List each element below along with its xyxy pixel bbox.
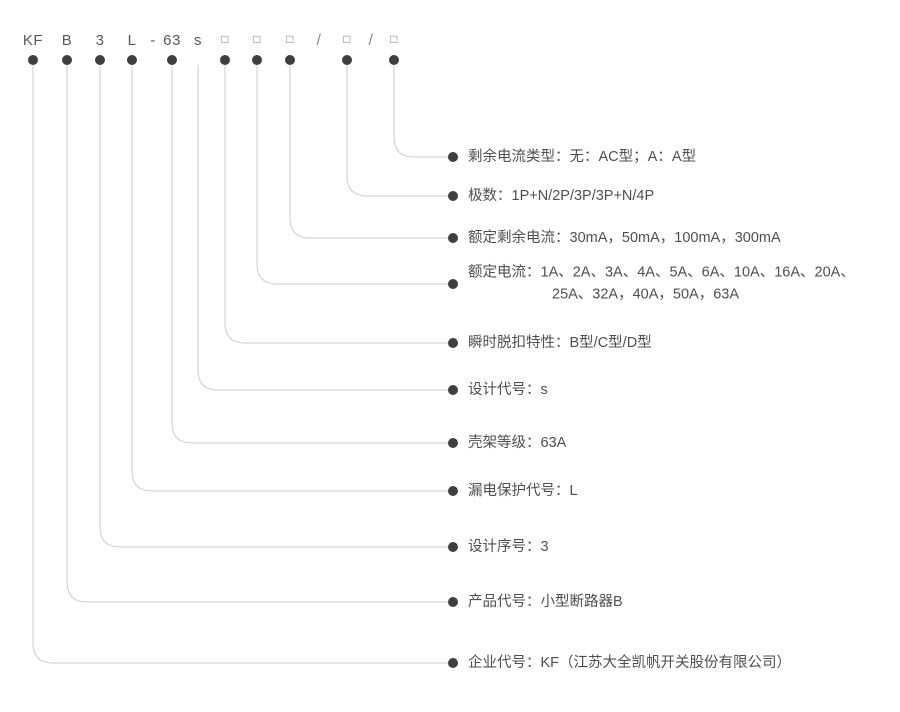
connector-residual-current-type	[393, 65, 448, 158]
code-token-dot	[95, 55, 105, 65]
callout-bullet-design-code	[448, 385, 458, 395]
code-token-dot	[62, 55, 72, 65]
code-token-slash: /	[368, 32, 374, 49]
callout-label-rated-current: 额定电流：1A、2A、3A、4A、5A、6A、10A、16A、20A、 25A、3…	[468, 262, 855, 307]
callout-label-line: 设计序号：3	[468, 538, 549, 555]
code-token-3: 3	[95, 32, 105, 49]
callout-bullet-enterprise-code	[448, 658, 458, 668]
connector-leakage-protection-code	[131, 65, 448, 492]
callout-label-line: 产品代号：小型断路器B	[468, 593, 623, 610]
callout-bullet-pole-number	[448, 191, 458, 201]
connector-pole-number	[346, 65, 448, 197]
callout-bullet-instantaneous-trip-characteristic	[448, 338, 458, 348]
code-token-dot	[342, 55, 352, 65]
code-token-dot	[167, 55, 177, 65]
callout-label-line: 设计代号：s	[468, 381, 548, 398]
callout-label-line: 25A、32A，40A，50A，63A	[552, 287, 739, 303]
callout-label-frame-rating: 壳架等级：63A	[468, 432, 566, 454]
code-token-dot	[28, 55, 38, 65]
callout-bullet-rated-residual-current	[448, 233, 458, 243]
callout-label-rated-residual-current: 额定剩余电流：30mA，50mA，100mA，300mA	[468, 227, 781, 249]
callout-label-line: 瞬时脱扣特性：B型/C型/D型	[468, 334, 652, 351]
connector-design-code	[197, 65, 448, 391]
callout-label-pole-number: 极数：1P+N/2P/3P/3P+N/4P	[468, 185, 654, 207]
connector-rated-residual-current	[289, 65, 448, 239]
code-token-dot	[252, 55, 262, 65]
code-token-box: □	[343, 32, 351, 46]
callout-label-line: 额定剩余电流：30mA，50mA，100mA，300mA	[468, 229, 781, 246]
code-token-dash: -	[150, 32, 156, 49]
connector-product-code	[66, 65, 448, 603]
code-token-dot	[389, 55, 399, 65]
code-token-box: □	[286, 32, 294, 46]
connector-design-serial-number	[99, 65, 448, 548]
code-token-box: □	[253, 32, 261, 46]
callout-label-design-code: 设计代号：s	[468, 379, 548, 401]
code-token-dot	[127, 55, 137, 65]
connector-frame-rating	[171, 65, 448, 444]
callout-label-leakage-protection-code: 漏电保护代号：L	[468, 480, 578, 502]
callout-label-residual-current-type: 剩余电流类型：无：AC型；A：A型	[468, 146, 696, 168]
code-token-B: B	[61, 32, 73, 49]
code-token-s: s	[194, 32, 202, 49]
callout-label-design-serial-number: 设计序号：3	[468, 536, 549, 558]
callout-label-line: 极数：1P+N/2P/3P/3P+N/4P	[468, 187, 655, 204]
code-token-box: □	[221, 32, 229, 46]
callout-label-enterprise-code: 企业代号：KF（江苏大全凯帆开关股份有限公司）	[468, 652, 791, 674]
callout-bullet-frame-rating	[448, 438, 458, 448]
callout-label-product-code: 产品代号：小型断路器B	[468, 591, 623, 613]
callout-bullet-leakage-protection-code	[448, 486, 458, 496]
callout-bullet-design-serial-number	[448, 542, 458, 552]
code-token-slash: /	[316, 32, 322, 49]
callout-label-line: 剩余电流类型：无：AC型；A：A型	[468, 148, 696, 165]
callout-label-line: 壳架等级：63A	[468, 434, 567, 451]
connector-rated-current	[256, 65, 448, 285]
callout-bullet-rated-current	[448, 279, 458, 289]
callout-label-instantaneous-trip-characteristic: 瞬时脱扣特性：B型/C型/D型	[468, 332, 652, 354]
callout-bullet-product-code	[448, 597, 458, 607]
connector-instantaneous-trip-characteristic	[224, 65, 448, 344]
callout-label-line: 漏电保护代号：L	[468, 482, 578, 499]
callout-label-line: 企业代号：KF（江苏大全凯帆开关股份有限公司）	[468, 654, 792, 671]
code-token-box: □	[390, 32, 398, 46]
code-token-dot	[220, 55, 230, 65]
code-token-L: L	[127, 32, 137, 49]
connector-enterprise-code	[32, 65, 448, 664]
callout-label-line: 额定电流：1A、2A、3A、4A、5A、6A、10A、16A、20A、	[468, 264, 855, 281]
callout-bullet-residual-current-type	[448, 152, 458, 162]
code-token-dot	[285, 55, 295, 65]
code-token-63: 63	[163, 32, 181, 49]
code-token-KF: KF	[22, 32, 44, 49]
